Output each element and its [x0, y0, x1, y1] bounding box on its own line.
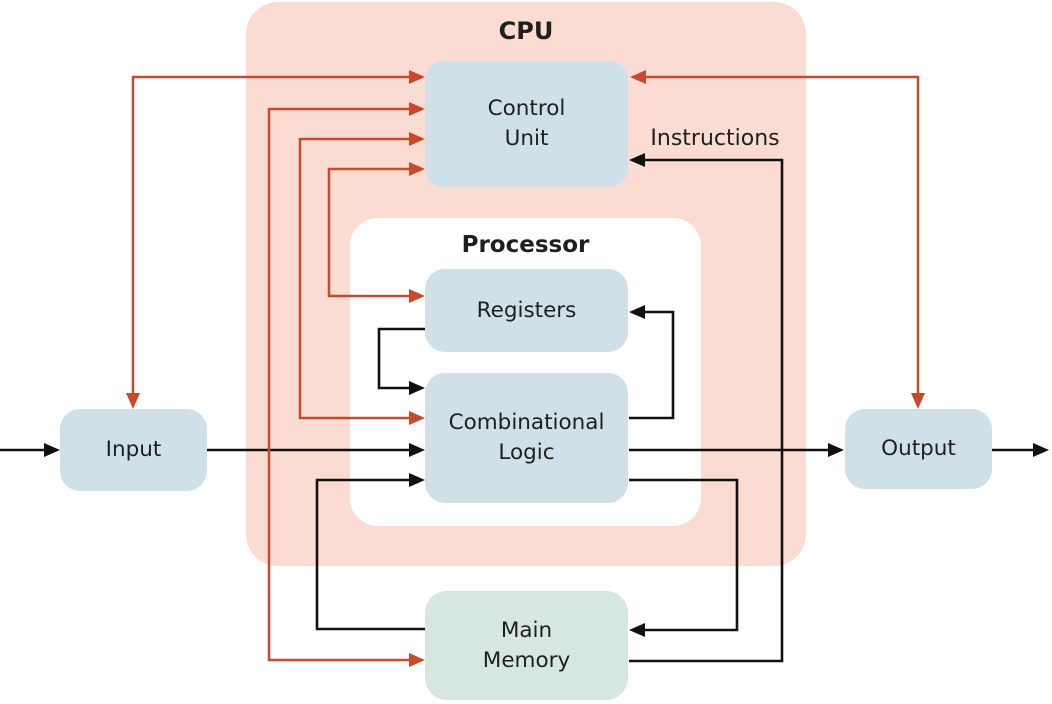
processor-group-title: Processor — [461, 232, 590, 258]
node-main-memory: Main Memory — [425, 591, 628, 700]
edge-control-unit-combinational-logic — [298, 132, 425, 425]
node-input: Input — [60, 409, 207, 491]
edge-combinational-logic-to-registers — [629, 305, 675, 420]
edge-combinational-logic-to-main-memory — [629, 478, 739, 637]
edge-control-unit-output — [630, 70, 925, 409]
edge-control-unit-input — [126, 70, 425, 409]
instructions-edge-label: Instructions — [650, 126, 780, 151]
node-registers: Registers — [425, 269, 628, 352]
node-control-unit: Control Unit — [425, 61, 628, 187]
node-output: Output — [845, 409, 992, 489]
edge-control-unit-main-memory — [267, 102, 425, 667]
edge-control-unit-registers — [327, 162, 425, 303]
edge-main-memory-to-combinational-logic — [315, 473, 425, 631]
node-combinational-logic: Combinational Logic — [425, 373, 628, 503]
edge-registers-to-combinational-logic — [377, 327, 425, 395]
cpu-group-title: CPU — [498, 17, 554, 45]
